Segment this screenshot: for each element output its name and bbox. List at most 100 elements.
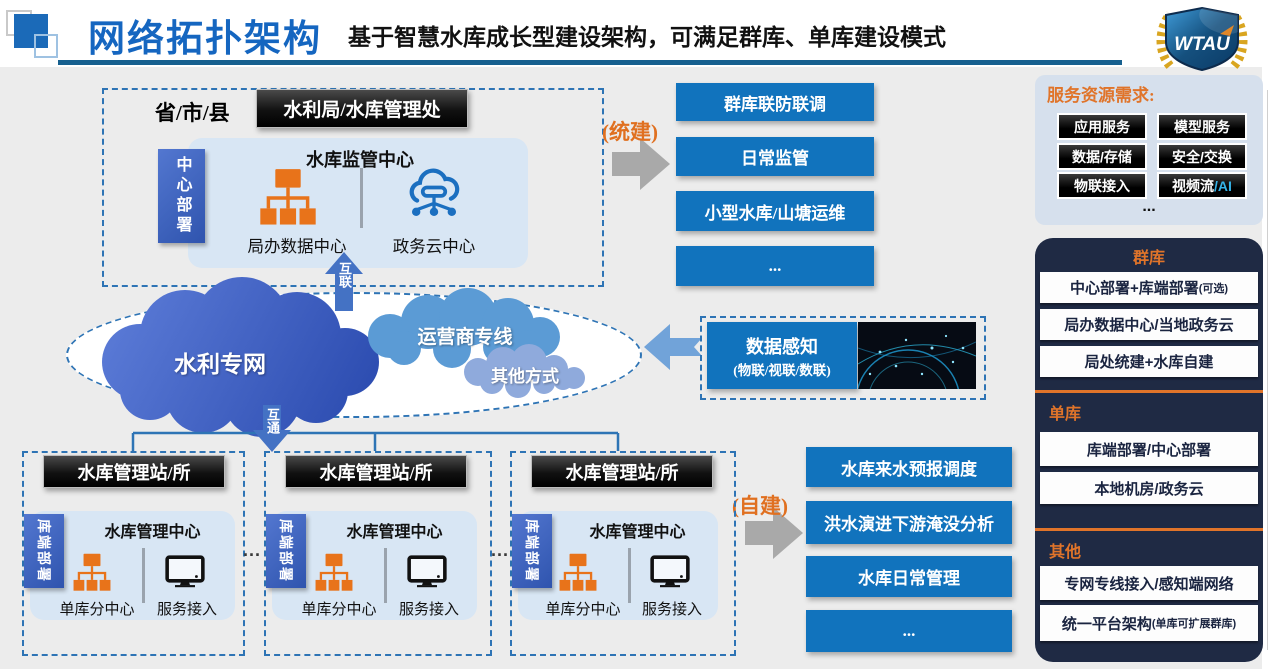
selfbuild-item: 水库日常管理 — [806, 556, 1012, 597]
section-row: 局处统建+水库自建 — [1040, 346, 1258, 377]
resource-item: 视频流/AI — [1157, 172, 1247, 199]
selfbuild-item-label: 水库日常管理 — [858, 569, 960, 588]
org-chart-icon — [315, 553, 353, 591]
resources-more: ... — [1142, 198, 1156, 215]
resource-item: 模型服务 — [1157, 113, 1247, 140]
section-title-qunku: 群库 — [1132, 250, 1165, 267]
station-dashed-box — [22, 451, 245, 656]
unified-item: 群库联防联调 — [676, 83, 874, 121]
station-node1-label: 单库分中心 — [545, 601, 621, 618]
station-separator: ... — [491, 540, 510, 560]
supervision-center-title: 水库监管中心 — [306, 150, 414, 170]
station-node1-label: 单库分中心 — [59, 601, 135, 618]
resource-item-label: 应用服务 — [1074, 118, 1130, 135]
unified-item: ... — [676, 246, 874, 286]
section-row: 局办数据中心/当地政务云 — [1040, 309, 1258, 340]
cloud-network-icon — [409, 168, 460, 217]
resource-item: 数据/存储 — [1057, 143, 1147, 170]
panel-divider — [360, 168, 363, 228]
station-center-title: 水库管理中心 — [346, 524, 443, 541]
row-small: (单库可扩展群库) — [1151, 618, 1237, 630]
section-divider — [1035, 528, 1263, 531]
station-deploy-text: 库端部署 — [524, 519, 540, 583]
resource-item: 应用服务 — [1057, 113, 1147, 140]
right-margin — [1262, 0, 1274, 669]
station-dashed-box — [510, 451, 736, 656]
resource-item-label: 物联接入 — [1074, 177, 1130, 194]
station-deploy-label: 库端部署 — [512, 514, 552, 588]
monitor-icon — [407, 555, 447, 588]
monitor-icon — [165, 555, 205, 588]
center-deploy-label: 中心部署 — [158, 149, 205, 243]
station-header: 水库管理站/所 — [285, 455, 467, 488]
resource-item: 安全/交换 — [1157, 143, 1247, 170]
row-main: 专网专线接入/感知端网络 — [1064, 575, 1234, 593]
section-row: 本地机房/政务云 — [1040, 472, 1258, 504]
selfbuild-tag: (自建) — [732, 494, 788, 518]
station-node1-label: 单库分中心 — [301, 601, 377, 618]
station-deploy-label: 库端部署 — [266, 514, 306, 588]
station-header-label: 水库管理站/所 — [319, 462, 433, 483]
section-row: 中心部署+库端部署(可选) — [1040, 272, 1258, 303]
main-cloud-label: 水利专网 — [174, 352, 266, 377]
row-main: 库端部署/中心部署 — [1086, 441, 1212, 459]
resource-item-label: 安全/交换 — [1172, 148, 1232, 165]
selfbuild-item-label: ... — [902, 621, 916, 640]
unified-tag: (统建) — [602, 120, 658, 144]
interconnect-up-label: 互联 — [337, 262, 352, 288]
sensing-subtitle: (物联/视联/数联) — [733, 362, 831, 378]
section-row: 专网专线接入/感知端网络 — [1040, 566, 1258, 600]
bureau-header-label: 水利局/水库管理处 — [283, 100, 441, 121]
region-label: 省/市/县 — [155, 101, 230, 125]
carrier-cloud-label: 运营商专线 — [417, 327, 513, 348]
selfbuild-item-label: 水库来水预报调度 — [841, 459, 977, 479]
right-border-line — [1267, 90, 1268, 650]
section-row: 库端部署/中心部署 — [1040, 432, 1258, 466]
other-cloud-label: 其他方式 — [491, 367, 559, 386]
station-node2-label: 服务接入 — [641, 601, 702, 618]
station-node2-label: 服务接入 — [398, 601, 459, 618]
station-separator: ... — [243, 540, 262, 560]
station-dashed-box — [264, 451, 492, 656]
row-main: 本地机房/政务云 — [1094, 480, 1204, 498]
section-row: 统一平台架构(单库可扩展群库) — [1040, 605, 1258, 641]
wtau-badge-icon: WTAU — [1156, 6, 1248, 72]
unified-item: 日常监管 — [676, 137, 874, 176]
badge-text: WTAU — [1174, 34, 1231, 55]
row-main: 局处统建+水库自建 — [1084, 354, 1214, 371]
center-deploy-text: 中心部署 — [173, 156, 191, 236]
resource-item: 物联接入 — [1057, 172, 1147, 199]
unified-item-label: 群库联防联调 — [724, 94, 826, 114]
header-underline — [58, 60, 1122, 65]
globe-network-image — [858, 322, 976, 389]
station-header: 水库管理站/所 — [531, 455, 713, 488]
station-deploy-text: 库端部署 — [278, 519, 294, 583]
org-chart-icon — [73, 553, 111, 591]
station-header: 水库管理站/所 — [43, 455, 225, 488]
station-deploy-label: 库端部署 — [24, 514, 64, 588]
logo-square-solid-blue — [14, 14, 48, 48]
resource-item-label: 视频流 — [1172, 177, 1215, 194]
row-main: 统一平台架构 — [1061, 615, 1152, 633]
resources-title: 服务资源需求: — [1047, 86, 1155, 105]
bureau-header: 水利局/水库管理处 — [256, 89, 468, 128]
unified-item-label: 日常监管 — [741, 149, 809, 168]
unified-item: 小型水库/山塘运维 — [676, 191, 874, 231]
resource-item-label: 模型服务 — [1174, 118, 1230, 135]
resource-item-label: 数据/存储 — [1072, 148, 1132, 165]
sensing-title: 数据感知 — [746, 336, 818, 357]
unified-item-label: 小型水库/山塘运维 — [704, 203, 846, 223]
station-header-label: 水库管理站/所 — [77, 462, 191, 483]
interconnect-down-label: 互通 — [265, 408, 280, 434]
logo-square-outline-blue — [34, 34, 58, 58]
row-small: (可选) — [1198, 282, 1229, 295]
section-divider — [1035, 390, 1263, 393]
panel-divider — [142, 548, 145, 603]
station-node2-label: 服务接入 — [156, 601, 217, 618]
unified-item-label: ... — [768, 256, 782, 275]
page-title: 网络拓扑架构 — [88, 19, 322, 60]
row-main: 中心部署+库端部署 — [1069, 280, 1199, 297]
page-subtitle: 基于智慧水库成长型建设架构，可满足群库、单库建设模式 — [348, 25, 946, 50]
row-main: 局办数据中心/当地政务云 — [1064, 317, 1234, 334]
